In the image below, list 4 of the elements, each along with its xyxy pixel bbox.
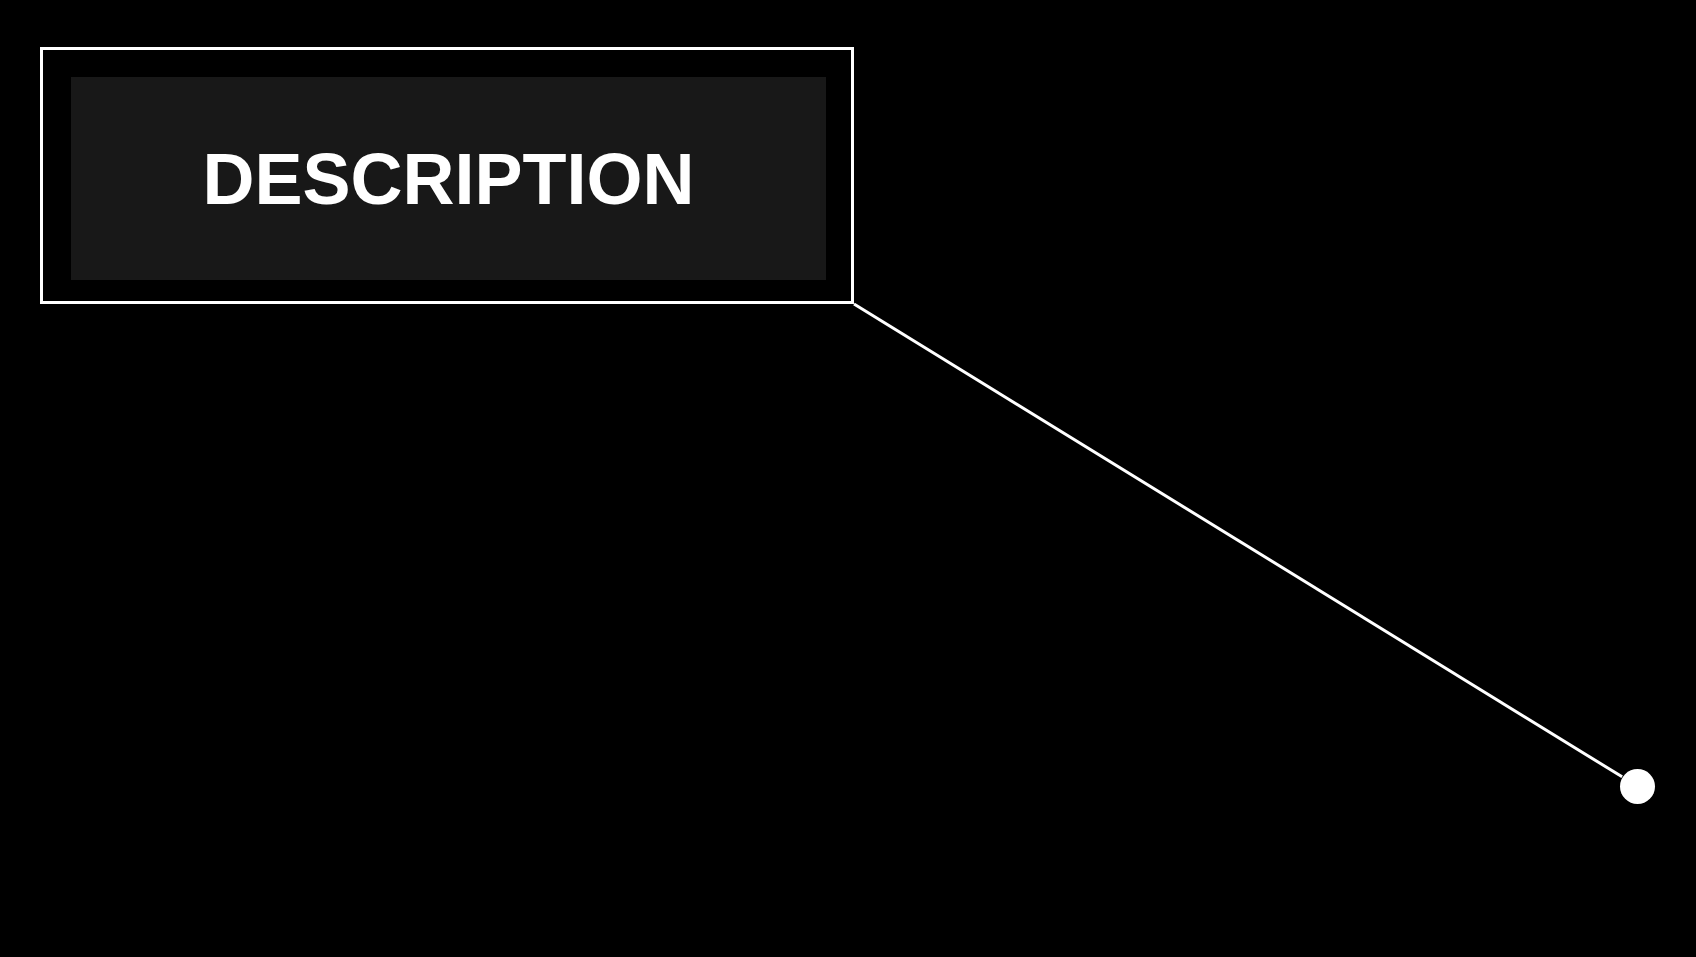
marker-dot bbox=[1619, 768, 1655, 804]
leader-line bbox=[853, 302, 1623, 779]
callout-box bbox=[40, 47, 854, 304]
callout-label: DESCRIPTION bbox=[202, 142, 695, 215]
